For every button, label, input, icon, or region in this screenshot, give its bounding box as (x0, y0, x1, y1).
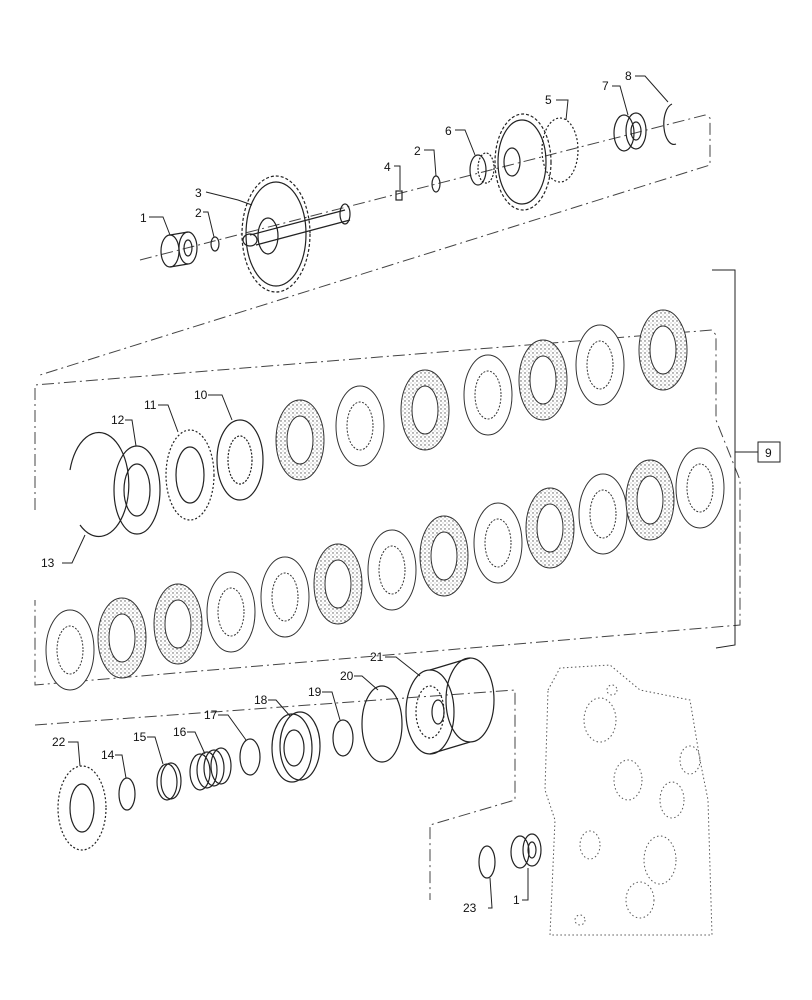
shaft (242, 203, 351, 247)
lower-assembly-group (34, 657, 542, 900)
callout-12: 12 (111, 413, 125, 427)
callout-23: 23 (463, 901, 477, 915)
callout-18: 18 (254, 693, 268, 707)
plate-part-12 (113, 445, 161, 535)
spring-plate-part-11 (165, 429, 215, 521)
gear-part-5 (494, 113, 579, 211)
snap-ring-part-14 (118, 777, 136, 811)
leader-lines (62, 75, 669, 909)
callout-2-right: 2 (414, 144, 421, 158)
top-shaft-group (39, 103, 711, 376)
callout-17: 17 (204, 708, 218, 722)
snap-ring-part-2b (431, 175, 441, 193)
transmission-housing (544, 664, 713, 936)
callout-labels: 1 2 3 4 2 6 5 7 8 9 10 11 12 13 14 15 16… (41, 69, 772, 915)
callout-3: 3 (195, 186, 202, 200)
callout-22: 22 (52, 735, 66, 749)
snap-ring-part-17 (239, 738, 261, 776)
bearing-part-1 (160, 231, 198, 268)
piston-part-18 (271, 711, 321, 783)
bearing-part-7 (613, 112, 647, 152)
snap-ring-part-8 (663, 103, 677, 145)
spring-part-16 (189, 747, 232, 791)
callout-19: 19 (308, 685, 322, 699)
key-part-4 (395, 190, 403, 201)
drum-part-21 (405, 657, 495, 755)
disc-spring-part-22 (57, 765, 107, 851)
callout-4: 4 (384, 160, 391, 174)
callout-13: 13 (41, 556, 55, 570)
callout-16: 16 (173, 725, 187, 739)
callout-14: 14 (101, 748, 115, 762)
callout-9: 9 (765, 446, 772, 460)
bearing-part-1b (510, 833, 542, 869)
o-ring-part-19 (332, 719, 354, 757)
callout-5: 5 (545, 93, 552, 107)
o-ring-part-20 (361, 685, 403, 763)
callout-1-top: 1 (140, 211, 147, 225)
snap-ring-part-13 (69, 431, 130, 538)
callout-7: 7 (602, 79, 609, 93)
callout-11: 11 (144, 398, 157, 412)
ring-part-15 (156, 762, 182, 801)
callout-2-left: 2 (195, 206, 202, 220)
callout-10: 10 (194, 388, 208, 402)
callout-15: 15 (133, 730, 147, 744)
snap-ring-part-2a (210, 236, 220, 252)
callout-8: 8 (625, 69, 632, 83)
callout-20: 20 (340, 669, 354, 683)
snap-ring-part-23 (478, 845, 496, 879)
callout-21: 21 (370, 650, 384, 664)
gear-part-3 (241, 175, 311, 293)
callout-1-bottom: 1 (513, 893, 520, 907)
clutch-pack-group (34, 269, 781, 691)
callout-6: 6 (445, 124, 452, 138)
middle-disc-row (45, 447, 725, 691)
needle-bearing-part-6 (469, 152, 495, 186)
upper-disc-row (275, 309, 688, 481)
callout-box-part-9 (757, 441, 781, 463)
plate-part-10 (216, 419, 264, 501)
